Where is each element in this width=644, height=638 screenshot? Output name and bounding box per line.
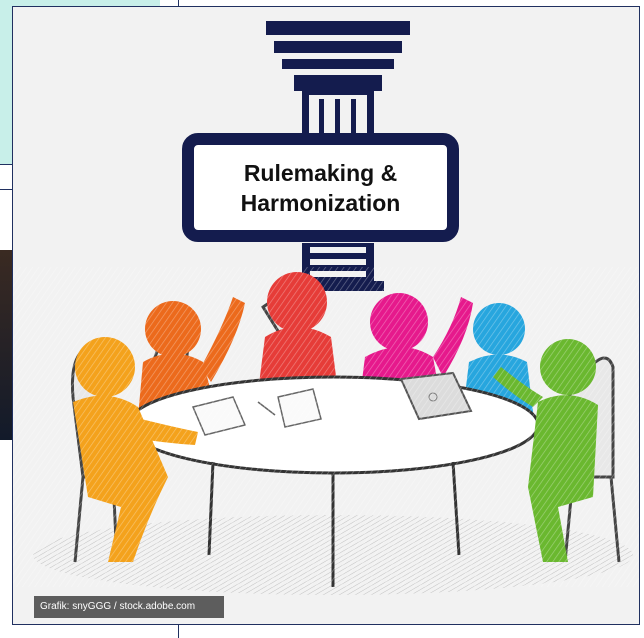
title-line-1: Rulemaking & [243,159,398,186]
illustration-card: Grafik: snyGGG / stock.adobe.com [12,6,640,625]
title-line-2: Harmonization [240,189,401,216]
image-credit: Grafik: snyGGG / stock.adobe.com [34,596,224,618]
title-box: Rulemaking & Harmonization [182,133,459,242]
meeting-illustration [13,21,639,595]
